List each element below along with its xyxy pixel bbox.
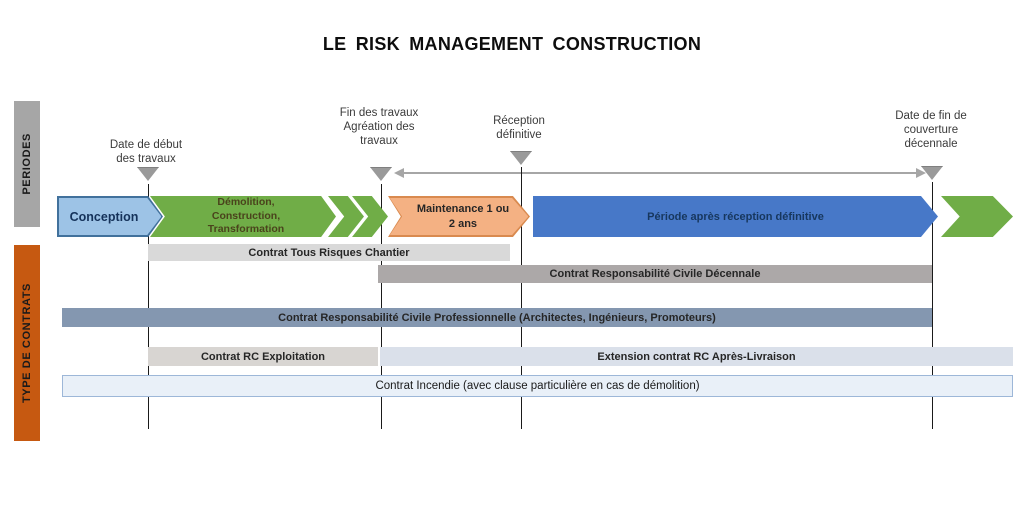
contract-label: Contrat Responsabilité Civile Décennale <box>549 268 761 280</box>
period-label-maintenance: Maintenance 1 ou 2 ans <box>416 203 510 230</box>
contract-bar-tous-risques-chantier: Contrat Tous Risques Chantier <box>148 244 510 261</box>
duration-arrow-line <box>400 172 920 174</box>
sidebar-type-de-contrats: TYPE DE CONTRATS <box>14 245 40 441</box>
period-label-demolition: Démolition, Construction, Transformation <box>207 196 285 236</box>
arrow-shape <box>150 196 336 237</box>
milestone-label-fin-couverture: Date de fin de couverture décennale <box>895 110 967 150</box>
milestone-label-reception-definitive: Réception définitive <box>493 115 545 141</box>
contract-bar-rc-professionnelle: Contrat Responsabilité Civile Profession… <box>62 308 932 327</box>
period-arrow-apres-reception: Période après réception définitive <box>533 196 938 237</box>
contract-label: Contrat Responsabilité Civile Profession… <box>278 311 716 324</box>
contract-bar-rc-exploitation: Contrat RC Exploitation <box>148 347 378 366</box>
period-label-conception: Conception <box>69 209 139 224</box>
contract-label: Contrat Incendie (avec clause particuliè… <box>375 380 700 392</box>
milestone-triangle-icon <box>510 151 532 165</box>
period-arrow-end-chevron-icon <box>941 196 1013 237</box>
duration-arrowhead-left-icon <box>394 168 404 178</box>
arrow-shape <box>533 196 938 237</box>
period-arrow-demolition-construction: Démolition, Construction, Transformation <box>150 196 336 237</box>
sidebar-periodes-label: PERIODES <box>21 133 33 195</box>
period-arrow-conception: Conception <box>57 196 163 237</box>
milestone-line-reception <box>521 167 522 429</box>
milestone-triangle-icon <box>370 167 392 181</box>
contract-label: Extension contrat RC Après-Livraison <box>597 350 796 363</box>
contract-label: Contrat RC Exploitation <box>200 350 326 363</box>
arrow-shape <box>941 196 1013 237</box>
period-label-apres-reception: Période après réception définitive <box>647 210 824 223</box>
period-arrow-maintenance: Maintenance 1 ou 2 ans <box>388 196 530 237</box>
milestone-label-debut-travaux: Date de début des travaux <box>109 139 183 165</box>
milestone-line-fin-couverture <box>932 182 933 429</box>
page-title: LE RISK MANAGEMENT CONSTRUCTION <box>322 34 702 54</box>
contract-bar-rc-decennale: Contrat Responsabilité Civile Décennale <box>378 265 932 283</box>
sidebar-contrats-label: TYPE DE CONTRATS <box>21 282 33 403</box>
milestone-line-fin-travaux <box>381 184 382 429</box>
milestone-line-debut <box>148 184 149 429</box>
contract-label: Contrat Tous Risques Chantier <box>248 246 410 259</box>
contract-bar-extension-rc-apres-livraison: Extension contrat RC Après-Livraison <box>380 347 1013 366</box>
contract-bar-incendie: Contrat Incendie (avec clause particuliè… <box>62 375 1013 397</box>
milestone-label-fin-travaux: Fin des travaux Agréation des travaux <box>339 107 419 147</box>
milestone-triangle-icon <box>137 167 159 181</box>
sidebar-periodes: PERIODES <box>14 101 40 227</box>
duration-arrowhead-right-icon <box>916 168 926 178</box>
